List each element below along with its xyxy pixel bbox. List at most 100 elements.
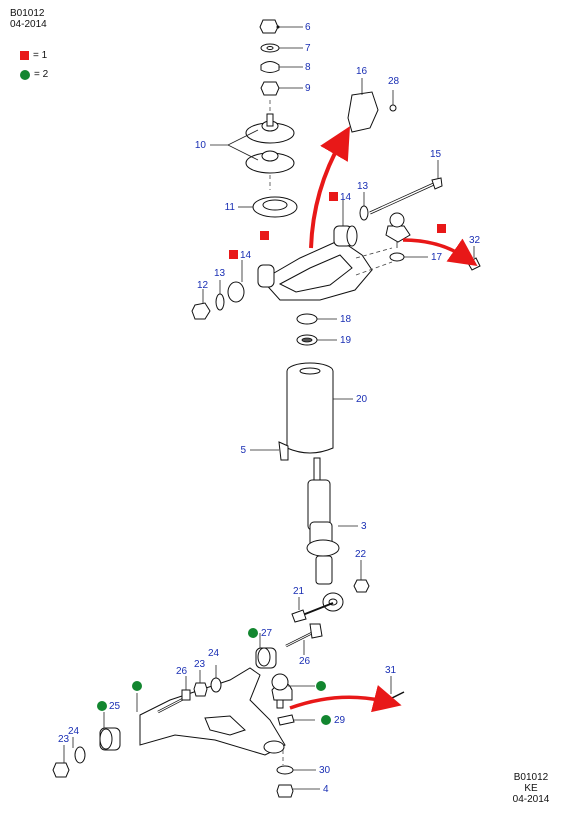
callout-9: 9 [305,83,311,94]
green-circle-marker [132,681,142,691]
header-date: 04-2014 [10,19,47,30]
callout-32: 32 [469,235,481,246]
callout-15: 15 [430,149,442,160]
green-circle-marker [321,715,331,725]
bushing-14-right [333,197,358,247]
red-square-marker [260,231,269,240]
header-block: B01012 04-2014 [10,8,47,30]
green-circle-marker [316,681,326,691]
callout-25: 25 [109,701,121,712]
bolt-26-right [285,623,323,655]
bump-stop-19 [296,334,337,346]
shock-eye-bushing [322,592,344,612]
callout-4: 4 [323,784,329,795]
red-square-marker [329,192,338,201]
callout-27: 27 [261,628,273,639]
callout-14-right: 14 [340,192,352,203]
bolt-26-left [157,676,191,714]
red-square-icon [20,51,29,60]
callout-8: 8 [305,62,311,73]
callout-19: 19 [340,335,352,346]
callout-18: 18 [340,314,352,325]
shock-absorber-3 [306,457,358,585]
footer-date: 04-2014 [512,794,550,805]
nut-4 [276,784,320,798]
callout-24-lower: 24 [68,726,80,737]
legend-item-green: = 2 [20,69,48,80]
red-arrow-upper [309,126,351,249]
nut-6 [259,19,303,34]
callout-23-lower: 23 [58,734,70,745]
callout-7: 7 [305,43,311,54]
bushing-25 [99,712,121,751]
dust-boot-20 [286,362,353,454]
bolt-15 [369,160,443,215]
bushing-27 [255,633,277,669]
bushing-8 [260,61,303,73]
nut-23-upper [193,670,208,697]
spring-seat-18 [296,313,337,325]
legend-item-red: = 1 [20,50,47,61]
red-square-marker [229,250,238,259]
heat-shield-16 [347,78,379,133]
clip-29 [277,714,315,726]
callout-26-left: 26 [176,666,188,677]
callout-28: 28 [388,76,400,87]
washer-7 [260,43,303,53]
green-circle-marker [97,701,107,711]
lower-ball-joint [271,673,315,709]
legend-red-label: = 1 [33,50,48,61]
callout-11: 11 [225,202,236,213]
clip-28 [389,90,397,112]
nut-23-lower [52,745,70,778]
upper-mount-10 [210,113,295,174]
red-arrow-right [402,238,478,266]
ball-joint-upper [385,212,411,248]
callout-22: 22 [355,549,367,560]
nut-9 [260,81,303,96]
cotter-pin-32 [467,246,481,271]
insulator-11 [238,196,298,218]
washer-13-right [359,192,369,221]
green-circle-marker [248,628,258,638]
callout-3: 3 [361,521,367,532]
bracket-5 [250,441,289,461]
callout-24-upper: 24 [208,648,220,659]
callout-10: 10 [195,140,207,151]
footer-block: B01012 KE 04-2014 [510,772,552,805]
callout-29: 29 [334,715,346,726]
nut-22 [353,560,370,593]
washer-24-lower [72,737,86,764]
callout-23-upper: 23 [194,659,206,670]
nut-17 [389,252,428,262]
bushing-14-left [227,260,275,303]
callout-16: 16 [356,66,368,77]
nut-12 [191,289,211,320]
callout-13-right: 13 [357,181,369,192]
callout-12: 12 [197,280,209,291]
upper-control-arm [261,239,393,301]
header-code: B01012 [10,8,45,19]
callout-31: 31 [385,665,397,676]
callout-20: 20 [356,394,368,405]
callout-14-left: 14 [240,250,252,261]
callout-30: 30 [319,765,331,776]
red-arrow-lower [289,685,402,713]
lower-control-arm [139,667,286,756]
callout-6: 6 [305,22,311,33]
bolt-21 [291,597,334,623]
callout-13-left: 13 [214,268,226,279]
footer-region: KE [524,783,538,794]
legend-green-label: = 2 [34,69,49,80]
green-circle-icon [20,69,30,80]
washer-24-upper [210,665,222,693]
callout-17: 17 [431,252,443,263]
washer-13-left [215,280,225,311]
washer-30 [276,765,316,775]
callout-21: 21 [293,586,305,597]
red-square-marker [437,224,446,233]
callout-5: 5 [240,445,246,456]
footer-code: B01012 [513,772,549,783]
callout-26-right: 26 [299,656,311,667]
